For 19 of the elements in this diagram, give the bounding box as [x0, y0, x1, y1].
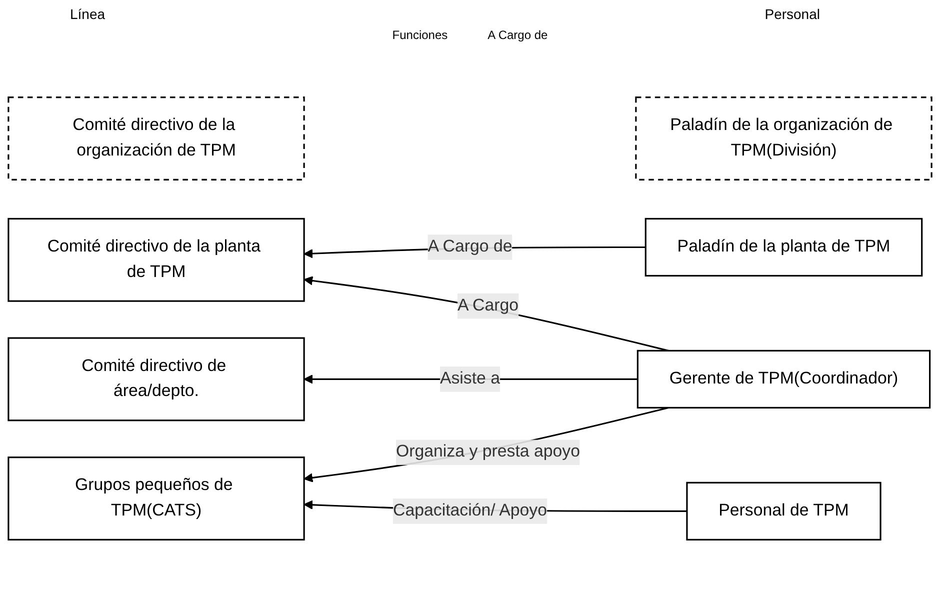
- node-box: Personal de TPM: [686, 482, 882, 540]
- node-box: Paladín de la organización de TPM(División): [635, 96, 932, 180]
- note: A Cargo de: [488, 28, 548, 44]
- node-box: Paladín de la planta de TPM: [644, 218, 923, 277]
- edge-label: A Cargo de: [428, 238, 512, 256]
- column-heading: Personal: [764, 6, 820, 24]
- edge-label: Organiza y presta apoyo: [396, 442, 580, 461]
- edge-label: Capacitación/ Apoyo: [392, 502, 548, 520]
- edge-label: A Cargo: [457, 296, 519, 315]
- column-heading: Línea: [70, 6, 106, 24]
- node-box: Grupos pequeños de TPM(CATS): [8, 456, 305, 540]
- note: Funciones: [392, 28, 448, 44]
- node-box: Comité directivo de la organización de TPM: [8, 96, 305, 180]
- arrow: [304, 276, 669, 352]
- node-box: Comité directivo de área/depto.: [8, 337, 305, 422]
- edge-label: Asiste a: [440, 370, 500, 388]
- arrow: [304, 406, 669, 482]
- node-box: Comité directivo de la planta de TPM: [8, 218, 305, 302]
- node-box: Gerente de TPM(Coordinador): [636, 350, 931, 408]
